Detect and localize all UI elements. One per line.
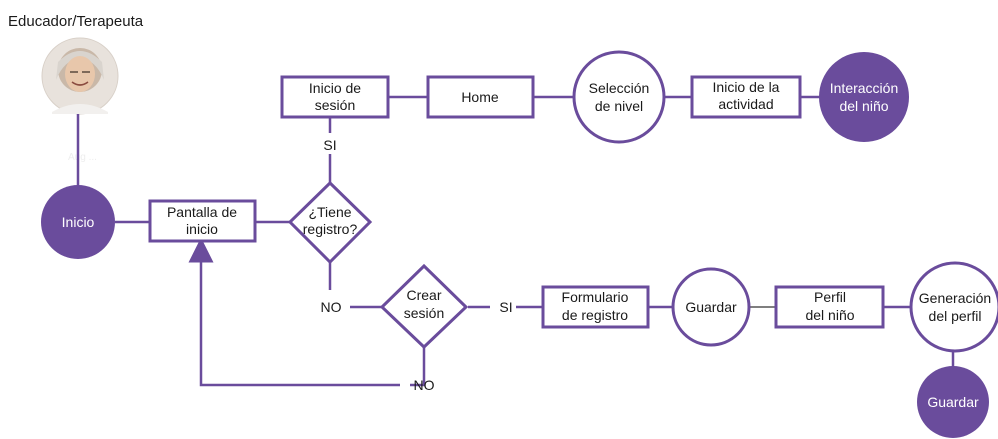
node-crear-sesion: Crear sesión (379, 263, 469, 350)
node-inicio: Inicio (41, 185, 115, 259)
edge-label-si-right: SI (499, 299, 512, 315)
node-generacion-perfil: Generación del perfil (909, 261, 998, 353)
svg-text:registro?: registro? (303, 221, 358, 237)
svg-text:sesión: sesión (404, 305, 444, 321)
svg-text:Home: Home (461, 89, 499, 105)
svg-text:¿Tiene: ¿Tiene (308, 204, 351, 220)
svg-text:sesión: sesión (315, 97, 355, 113)
node-formulario-registro: Formulario de registro (541, 285, 650, 329)
avatar (41, 37, 119, 115)
svg-text:Guardar: Guardar (927, 394, 979, 410)
node-seleccion-nivel: Selección de nivel (572, 50, 666, 144)
node-pantalla-inicio: Pantalla de inicio (148, 199, 257, 243)
node-interaccion-nino: Interacción del niño (819, 52, 909, 142)
edge-label-no-bottom: NO (414, 377, 435, 393)
svg-text:Inicio: Inicio (62, 214, 95, 230)
svg-text:de registro: de registro (562, 307, 628, 323)
svg-text:Formulario: Formulario (562, 289, 629, 305)
node-guardar-1: Guardar (671, 267, 751, 347)
svg-text:del niño: del niño (839, 98, 888, 114)
node-guardar-2: Guardar (917, 366, 989, 438)
svg-text:Crear: Crear (406, 287, 441, 303)
node-inicio-sesion: Inicio de sesión (280, 75, 390, 119)
edge-label-si-top: SI (323, 137, 336, 153)
svg-text:Inicio de la: Inicio de la (713, 79, 780, 95)
avatar-watermark: Aug ... (68, 152, 97, 163)
edge-no-pantalla (188, 237, 400, 387)
edges (76, 95, 955, 387)
svg-text:Selección: Selección (589, 80, 650, 96)
node-tiene-registro: ¿Tiene registro? (287, 180, 373, 265)
role-title: Educador/Terapeuta (8, 13, 144, 30)
svg-text:de nivel: de nivel (595, 98, 643, 114)
svg-text:Guardar: Guardar (685, 299, 737, 315)
svg-text:inicio: inicio (186, 221, 218, 237)
edge-crear-no (410, 347, 426, 387)
svg-text:del niño: del niño (805, 307, 854, 323)
svg-text:Perfil: Perfil (814, 289, 846, 305)
edge-label-no-left: NO (321, 299, 342, 315)
node-home: Home (426, 75, 535, 119)
svg-text:Interacción: Interacción (830, 80, 898, 96)
node-inicio-actividad: Inicio de la actividad (690, 75, 802, 119)
svg-text:Generación: Generación (919, 290, 991, 306)
svg-text:actividad: actividad (718, 96, 773, 112)
node-perfil-nino: Perfil del niño (774, 285, 885, 329)
svg-text:Inicio de: Inicio de (309, 80, 361, 96)
svg-text:del perfil: del perfil (929, 308, 982, 324)
svg-text:Pantalla de: Pantalla de (167, 204, 237, 220)
